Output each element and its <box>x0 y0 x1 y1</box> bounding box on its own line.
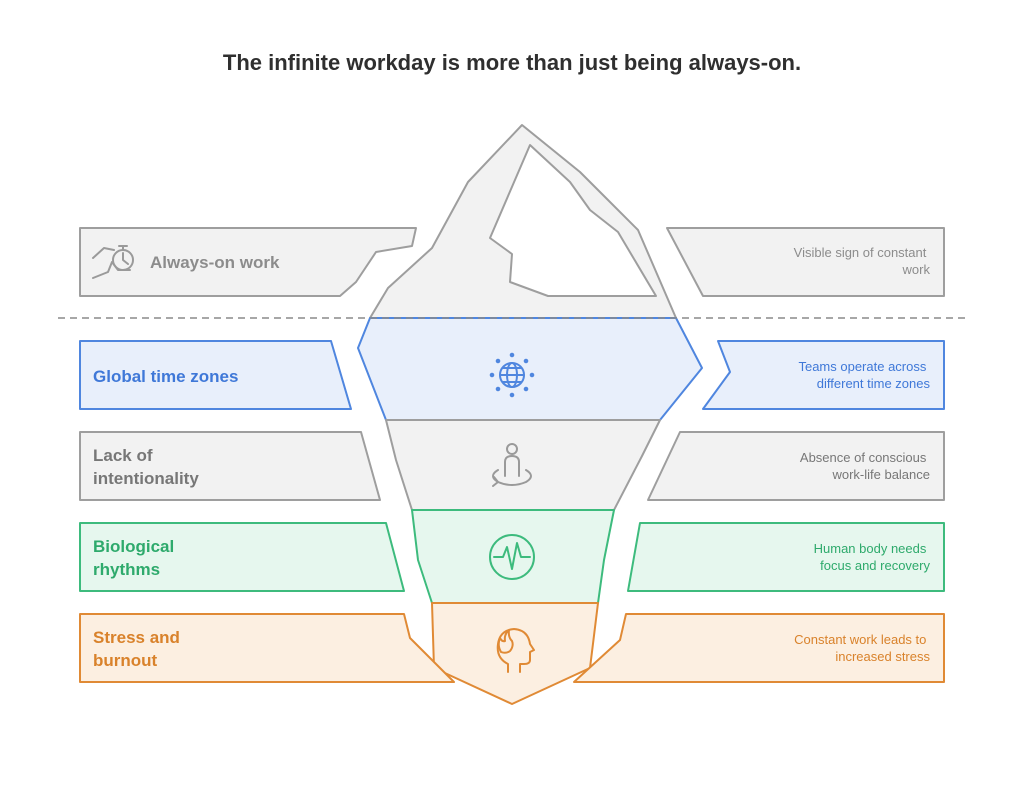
iceberg-band-biological-rhythms <box>411 509 615 604</box>
description-global-time-zones: Teams operate across different time zone… <box>798 359 930 391</box>
description-line: Visible sign of constant <box>794 245 927 260</box>
iceberg-band-global-time-zones <box>357 317 703 421</box>
description-line: work <box>902 262 931 277</box>
diagram-title: The infinite workday is more than just b… <box>223 50 801 75</box>
description-line: focus and recovery <box>820 558 930 573</box>
description-line: different time zones <box>817 376 931 391</box>
left-panel-always-on-work <box>79 227 417 297</box>
description-line: work-life balance <box>831 467 930 482</box>
label-line: burnout <box>93 651 158 670</box>
description-lack-of-intentionality: Absence of conscious work-life balance <box>800 450 930 482</box>
label-always-on-work: Always-on work <box>150 253 280 272</box>
description-biological-rhythms: Human body needs focus and recovery <box>814 541 931 573</box>
person-rotate-icon <box>492 443 532 487</box>
right-panel-always-on-work <box>666 227 945 297</box>
right-panel-biological-rhythms <box>627 522 945 592</box>
globe-icon <box>489 352 535 398</box>
label-line: rhythms <box>93 560 160 579</box>
right-panel-stress-and-burnout <box>573 613 945 683</box>
iceberg-snow-cap <box>489 144 657 297</box>
description-always-on-work: Visible sign of constant work <box>794 245 931 277</box>
heartbeat-icon <box>489 534 535 580</box>
description-line: Absence of conscious <box>800 450 927 465</box>
iceberg-band-lack-of-intentionality <box>385 419 661 511</box>
label-line: Always-on work <box>150 253 280 272</box>
label-line: Lack of <box>93 446 153 465</box>
description-line: Constant work leads to <box>794 632 926 647</box>
label-stress-and-burnout: Stress and burnout <box>93 628 185 670</box>
description-line: increased stress <box>835 649 930 664</box>
label-line: Global time zones <box>93 367 238 386</box>
right-panel-global-time-zones <box>702 340 945 410</box>
left-panel-stress-and-burnout <box>79 613 455 683</box>
label-line: Stress and <box>93 628 180 647</box>
label-lack-of-intentionality: Lack of intentionality <box>93 446 199 488</box>
label-biological-rhythms: Biological rhythms <box>93 537 179 579</box>
left-panel-lack-of-intentionality <box>79 431 381 501</box>
description-line: Human body needs <box>814 541 927 556</box>
description-line: Teams operate across <box>798 359 926 374</box>
left-panel-global-time-zones <box>79 340 352 410</box>
description-stress-and-burnout: Constant work leads to increased stress <box>794 632 930 664</box>
iceberg-band-stress-and-burnout <box>431 602 599 705</box>
label-line: intentionality <box>93 469 199 488</box>
label-line: Biological <box>93 537 174 556</box>
hand-stopwatch-icon <box>92 245 134 279</box>
label-global-time-zones: Global time zones <box>93 367 238 386</box>
right-panel-lack-of-intentionality <box>647 431 945 501</box>
left-panel-biological-rhythms <box>79 522 405 592</box>
head-flame-icon <box>496 628 535 673</box>
